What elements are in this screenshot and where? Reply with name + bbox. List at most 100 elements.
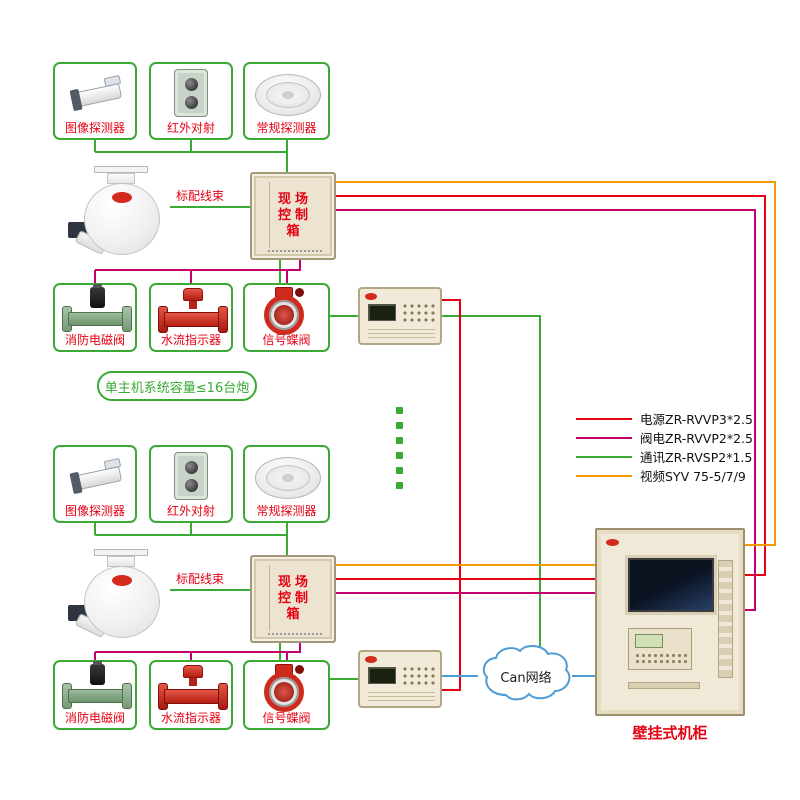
cannon-mount-plate	[94, 166, 148, 173]
valve-flange	[122, 683, 132, 709]
wire-power-chain	[442, 299, 461, 691]
panel-display	[368, 667, 396, 684]
legend-row-valve: 阀电ZR-RVVP2*2.5	[576, 428, 753, 447]
flow-stem	[189, 678, 197, 686]
butterfly-valve-box-a: 信号蝶阀	[243, 283, 330, 352]
water-flow-icon	[151, 662, 231, 711]
device-label: 常规探测器	[256, 121, 317, 135]
wire-comms-trunk	[442, 315, 541, 655]
ir-lens	[184, 478, 198, 492]
legend-row-comms: 通讯ZR-RVSP2*1.5	[576, 447, 753, 466]
fine-print	[368, 692, 435, 701]
harness-label-b: 标配线束	[176, 572, 225, 586]
legend-line-swatch	[576, 417, 632, 420]
repeater-panel-a	[358, 287, 442, 345]
valve-disc	[274, 682, 294, 702]
door-seam	[269, 565, 270, 631]
infrared-beam-icon	[151, 64, 231, 121]
valve-pipe	[68, 312, 126, 326]
valve-coil	[90, 284, 105, 308]
can-network-label: Can网络	[500, 671, 552, 686]
camera-icon	[55, 64, 135, 121]
cabinet-slot	[628, 682, 700, 689]
device-label: 水流指示器	[160, 711, 221, 725]
cloud-shape	[482, 645, 571, 701]
flow-flange	[218, 306, 228, 333]
valve-coil	[90, 661, 105, 685]
cabinet-module-column	[718, 560, 733, 678]
ir-lens	[184, 460, 198, 474]
infrared-beam-box-b: 红外对射	[149, 445, 233, 523]
image-detector-box-a: 图像探测器	[53, 62, 137, 140]
cannon-mount-plate	[94, 549, 148, 556]
wire-valve-trunk	[336, 209, 756, 611]
repetition-dots	[396, 407, 403, 489]
legend-line-swatch	[576, 474, 632, 477]
device-label: 常规探测器	[256, 504, 317, 518]
butterfly-valve-icon	[245, 285, 328, 335]
valve-handle	[295, 288, 304, 297]
cabinet-buttons	[635, 653, 687, 666]
fine-print	[268, 250, 322, 252]
legend-label: 阀电ZR-RVVP2*2.5	[640, 431, 753, 446]
control-box-title: 箱	[286, 224, 304, 239]
harness-label-a: 标配线束	[176, 189, 225, 203]
control-box-title: 箱	[286, 607, 304, 622]
wire-power-trunk	[336, 195, 766, 576]
control-box-title: 现场	[277, 192, 312, 207]
wire-valve-bus	[95, 643, 301, 653]
flow-stem	[189, 301, 197, 309]
device-label: 水流指示器	[160, 333, 221, 347]
brand-logo	[112, 192, 132, 203]
wire-video-trunk	[336, 181, 776, 546]
device-label: 信号蝶阀	[262, 711, 311, 725]
solenoid-valve-icon	[55, 661, 135, 711]
infrared-beam-icon	[151, 447, 231, 504]
fire-cannon-a	[68, 166, 174, 262]
butterfly-valve-icon	[245, 662, 328, 712]
panel-display	[368, 304, 396, 321]
brand-logo	[606, 539, 619, 546]
solenoid-valve-box-b: 消防电磁阀	[53, 660, 137, 730]
legend-label: 通讯ZR-RVSP2*1.5	[640, 450, 753, 465]
smoke-detector-icon	[245, 64, 328, 121]
brand-logo	[365, 293, 377, 300]
camera-body	[75, 83, 123, 107]
cabinet-control-panel	[628, 628, 692, 670]
legend-row-power: 电源ZR-RVVP3*2.5	[576, 409, 753, 428]
water-flow-box-a: 水流指示器	[149, 283, 233, 352]
smoke-detector-icon	[245, 447, 328, 504]
fire-cannon-b	[68, 549, 174, 645]
valve-disc	[274, 305, 294, 325]
can-network-cloud: Can网络	[476, 643, 576, 705]
legend-row-video: 视频SYV 75-5/7/9	[576, 466, 753, 485]
device-label: 图像探测器	[64, 121, 125, 135]
infrared-beam-box-a: 红外对射	[149, 62, 233, 140]
control-box-title: 控制	[277, 591, 312, 606]
flow-flange	[218, 683, 228, 710]
water-flow-box-b: 水流指示器	[149, 660, 233, 730]
cabinet-lcd	[635, 634, 663, 648]
device-label: 图像探测器	[64, 504, 125, 518]
conventional-detector-box-a: 常规探测器	[243, 62, 330, 140]
ir-lens	[184, 77, 198, 91]
ir-lens	[184, 95, 198, 109]
device-label: 红外对射	[166, 121, 215, 135]
fine-print	[268, 633, 322, 635]
panel-buttons	[402, 666, 435, 687]
door-seam	[269, 182, 270, 248]
flow-pipe	[164, 689, 222, 704]
camera-body	[75, 466, 123, 490]
fine-print	[368, 329, 435, 338]
wire-valve-bus	[95, 260, 301, 271]
video-wires	[336, 181, 776, 566]
valve-pipe	[68, 689, 126, 703]
device-label: 消防电磁阀	[64, 711, 125, 725]
legend-label: 视频SYV 75-5/7/9	[640, 469, 746, 484]
legend: 电源ZR-RVVP3*2.5 阀电ZR-RVVP2*2.5 通讯ZR-RVSP2…	[576, 409, 753, 485]
solenoid-valve-icon	[55, 284, 135, 333]
camera-icon	[55, 447, 135, 504]
solenoid-valve-box-a: 消防电磁阀	[53, 283, 137, 352]
valve-power-wires	[94, 209, 756, 660]
